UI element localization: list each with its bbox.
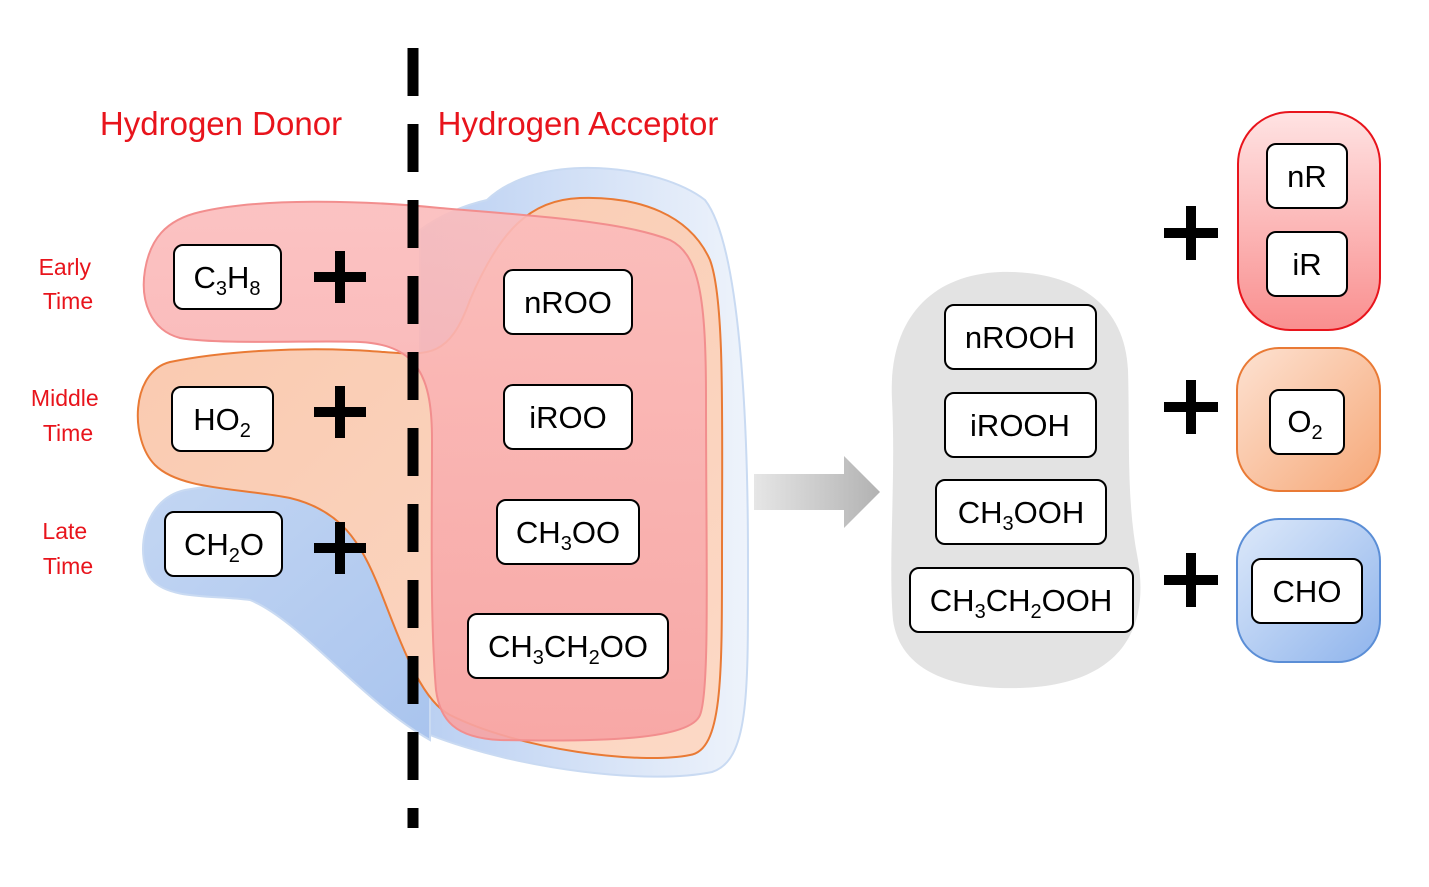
acceptor-iroo: iROO	[503, 384, 633, 450]
early-time-label: Early Time	[39, 254, 98, 314]
product-nrooh: nROOH	[944, 304, 1097, 370]
donor-ch2o: CH2O	[164, 511, 283, 577]
plus-icon	[1164, 206, 1218, 260]
donor-ho2: HO2	[171, 386, 274, 452]
byproduct-o2: O2	[1269, 389, 1345, 455]
acceptor-ch3oo: CH3OO	[496, 499, 640, 565]
middle-time-label: Middle Time	[31, 385, 105, 446]
plus-icon	[1164, 380, 1218, 434]
svg-text:CH2O: CH2O	[184, 527, 264, 567]
byproduct-ir: iR	[1266, 231, 1348, 297]
donor-heading: Hydrogen Donor	[100, 105, 342, 142]
donor-c3h8: C3H8	[173, 244, 282, 310]
svg-text:CH3OO: CH3OO	[516, 515, 620, 555]
svg-text:C3H8: C3H8	[193, 260, 260, 300]
late-time-label: Late Time	[42, 518, 93, 579]
byproduct-cho: CHO	[1251, 558, 1363, 624]
plus-icon	[314, 386, 366, 438]
svg-text:O2: O2	[1287, 404, 1322, 444]
acceptor-ch3ch2oo: CH3CH2OO	[467, 613, 669, 679]
plus-icon	[314, 251, 366, 303]
plus-icon	[1164, 553, 1218, 607]
byproduct-nr: nR	[1266, 143, 1348, 209]
svg-text:CHO: CHO	[1273, 574, 1342, 609]
product-irooh: iROOH	[944, 392, 1097, 458]
product-ch3ch2ooh: CH3CH2OOH	[909, 567, 1134, 633]
acceptor-heading: Hydrogen Acceptor	[438, 105, 719, 142]
svg-text:nROO: nROO	[524, 285, 612, 320]
svg-text:nROOH: nROOH	[965, 320, 1075, 355]
svg-text:iROO: iROO	[529, 400, 607, 435]
svg-text:iROOH: iROOH	[970, 408, 1070, 443]
svg-text:CH3CH2OOH: CH3CH2OOH	[930, 583, 1112, 623]
early-time-region	[142, 200, 708, 742]
svg-text:iR: iR	[1292, 247, 1321, 282]
plus-icon	[314, 522, 366, 574]
svg-text:nR: nR	[1287, 159, 1327, 194]
reaction-arrow	[754, 456, 880, 528]
svg-text:HO2: HO2	[193, 402, 251, 442]
acceptor-nroo: nROO	[503, 269, 633, 335]
product-ch3ooh: CH3OOH	[935, 479, 1107, 545]
svg-text:CH3OOH: CH3OOH	[958, 495, 1085, 535]
svg-text:CH3CH2OO: CH3CH2OO	[488, 629, 648, 669]
